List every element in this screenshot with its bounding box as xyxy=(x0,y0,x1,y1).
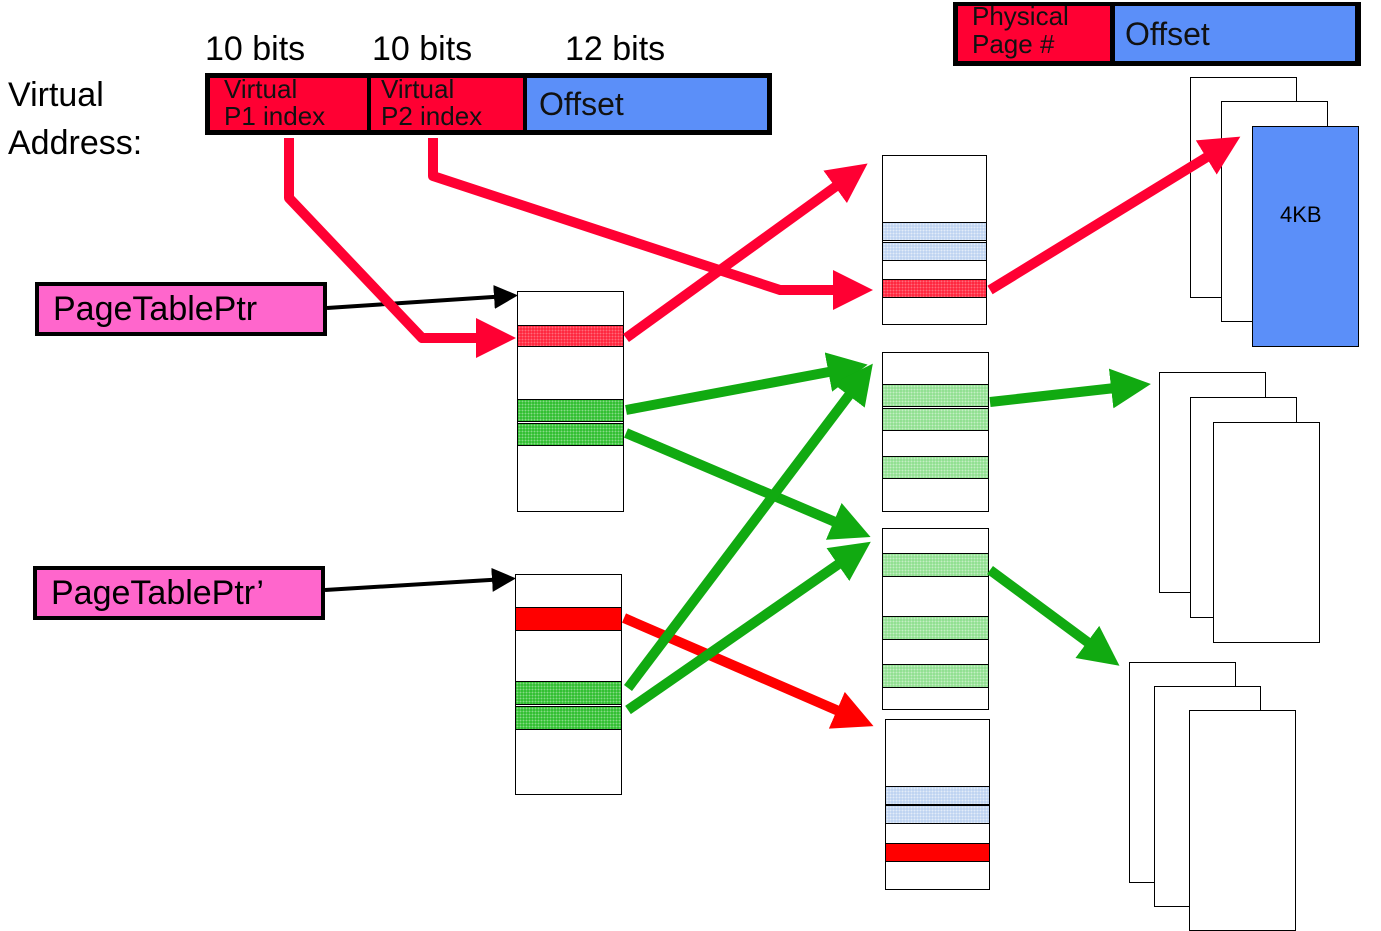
l1a-green-arrow-2 xyxy=(624,428,871,540)
physical-offset-label: Offset xyxy=(1125,16,1210,52)
level2-3-green-entry-2 xyxy=(883,616,988,640)
physical-address-register: Physical Page # Offset xyxy=(953,2,1361,66)
ppn-line1: Physical xyxy=(972,1,1069,31)
page-table-ptr-prime-box: PageTablePtr’ xyxy=(33,566,325,620)
l1a-green-arrow-1 xyxy=(625,352,868,415)
level1-page-table-a xyxy=(517,291,624,512)
page-size-label: 4KB xyxy=(1280,202,1322,227)
level1-a-green-entry-2 xyxy=(518,423,623,446)
virtual-offset-field: Offset xyxy=(527,78,767,130)
l2-red-arrow xyxy=(987,136,1241,295)
p2-index-arrow xyxy=(428,138,873,310)
level2-page-table-2 xyxy=(882,352,989,512)
level2-2-green-entry-3 xyxy=(883,456,988,479)
level2-2-green-entry-2 xyxy=(883,408,988,431)
ppn-line2: Page # xyxy=(972,29,1055,59)
virtual-offset-label: Offset xyxy=(539,86,624,122)
level2-1-red-entry xyxy=(883,279,986,298)
level2-3-green-entry-1 xyxy=(883,553,988,577)
ptr-arrow-a xyxy=(326,284,518,310)
physical-page-stack2-front xyxy=(1213,422,1320,643)
level1-a-red-entry xyxy=(518,325,623,347)
physical-page-4kb: 4KB xyxy=(1252,126,1359,347)
level1-b-red-entry xyxy=(516,607,621,631)
level2-4-blue-entry-2 xyxy=(886,805,989,824)
virtual-address-register: Virtual P1 index Virtual P2 index Offset xyxy=(205,73,772,135)
level2-2-green-entry-1 xyxy=(883,384,988,407)
level2-page-table-1 xyxy=(882,155,987,325)
level1-b-green-entry-2 xyxy=(516,706,621,730)
physical-page-number-field: Physical Page # xyxy=(958,1,1110,61)
p1-field-line2: P1 index xyxy=(224,101,326,131)
p2-field-line2: P2 index xyxy=(381,101,483,131)
l2-green-arrow-1 xyxy=(989,368,1151,409)
virtual-p2-index-field: Virtual P2 index xyxy=(371,74,523,131)
virtual-p1-index-field: Virtual P1 index xyxy=(210,74,367,131)
virtual-address-label-line2: Address: xyxy=(8,124,143,162)
p2-width-label: 10 bits xyxy=(372,30,473,68)
level1-b-green-entry-1 xyxy=(516,681,621,705)
offset-width-label: 12 bits xyxy=(565,30,666,68)
virtual-address-label-line1: Virtual xyxy=(8,76,104,114)
level2-3-green-entry-3 xyxy=(883,664,988,688)
level2-page-table-4 xyxy=(885,719,990,890)
level1-page-table-b xyxy=(515,574,622,795)
page-table-ptr-box: PageTablePtr xyxy=(35,282,327,336)
p2-field-line1: Virtual xyxy=(381,74,455,104)
ptr-arrow-b xyxy=(324,567,516,592)
l1b-green-arrow-2 xyxy=(625,541,871,715)
level2-4-blue-entry-1 xyxy=(886,786,989,805)
p1-width-label: 10 bits xyxy=(205,30,306,68)
l1b-green-arrow-1 xyxy=(624,363,873,692)
p1-index-arrow xyxy=(284,138,516,358)
level2-1-blue-entry-1 xyxy=(883,222,986,241)
l1a-red-arrow xyxy=(623,163,868,343)
level1-a-green-entry-1 xyxy=(518,399,623,422)
level2-1-blue-entry-2 xyxy=(883,242,986,261)
level2-4-red-entry xyxy=(886,843,989,862)
physical-page-stack3-front xyxy=(1189,710,1296,931)
p1-field-line1: Virtual xyxy=(224,74,298,104)
l2-green-arrow-2 xyxy=(987,565,1120,666)
level2-page-table-3 xyxy=(882,528,989,710)
physical-offset-field: Offset xyxy=(1115,6,1355,61)
